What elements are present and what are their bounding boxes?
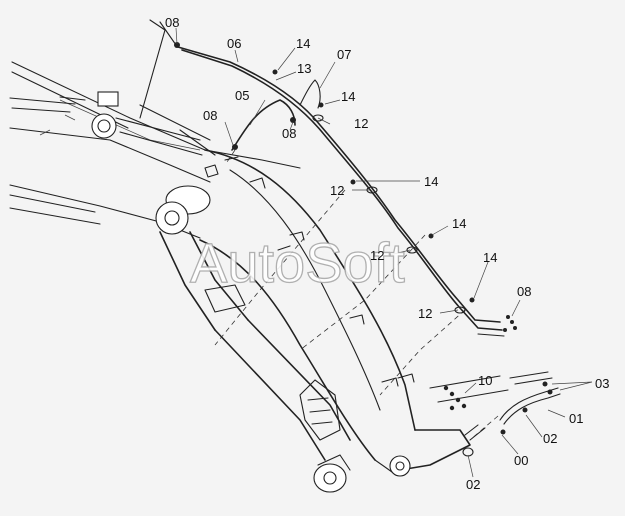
callout-14: 14	[483, 250, 497, 265]
callout-12: 12	[418, 306, 432, 321]
dashed-leaders	[214, 149, 499, 441]
callout-02: 02	[466, 477, 480, 492]
callout-labels: 08 06 14 13 07 05 14 08 08 12 12 14 14 1…	[165, 15, 609, 492]
callout-08: 08	[203, 108, 217, 123]
callout-02: 02	[543, 431, 557, 446]
boom-foot-linkage	[9, 19, 203, 156]
boom-tabs	[204, 156, 415, 387]
callout-10: 10	[478, 373, 492, 388]
callout-07: 07	[337, 47, 351, 62]
callout-08: 08	[517, 284, 531, 299]
leader-lines	[175, 27, 593, 478]
callout-14: 14	[424, 174, 438, 189]
callout-12: 12	[354, 116, 368, 131]
callout-03: 03	[595, 376, 609, 391]
callout-06: 06	[227, 36, 241, 51]
boom-cylinder	[155, 185, 351, 493]
callout-14: 14	[296, 36, 310, 51]
callout-05: 05	[235, 88, 249, 103]
callout-01: 01	[569, 411, 583, 426]
callout-08: 08	[282, 126, 296, 141]
clamp-and-fittings	[429, 371, 561, 457]
callout-14: 14	[452, 216, 466, 231]
callout-12: 12	[330, 183, 344, 198]
callout-00: 00	[514, 453, 528, 468]
hydraulic-lines	[174, 42, 517, 337]
callout-13: 13	[297, 61, 311, 76]
watermark: AutoSoft	[190, 231, 405, 294]
callout-08: 08	[165, 15, 179, 30]
callout-14: 14	[341, 89, 355, 104]
callout-12: 12	[370, 248, 384, 263]
boom-structure	[9, 61, 471, 477]
